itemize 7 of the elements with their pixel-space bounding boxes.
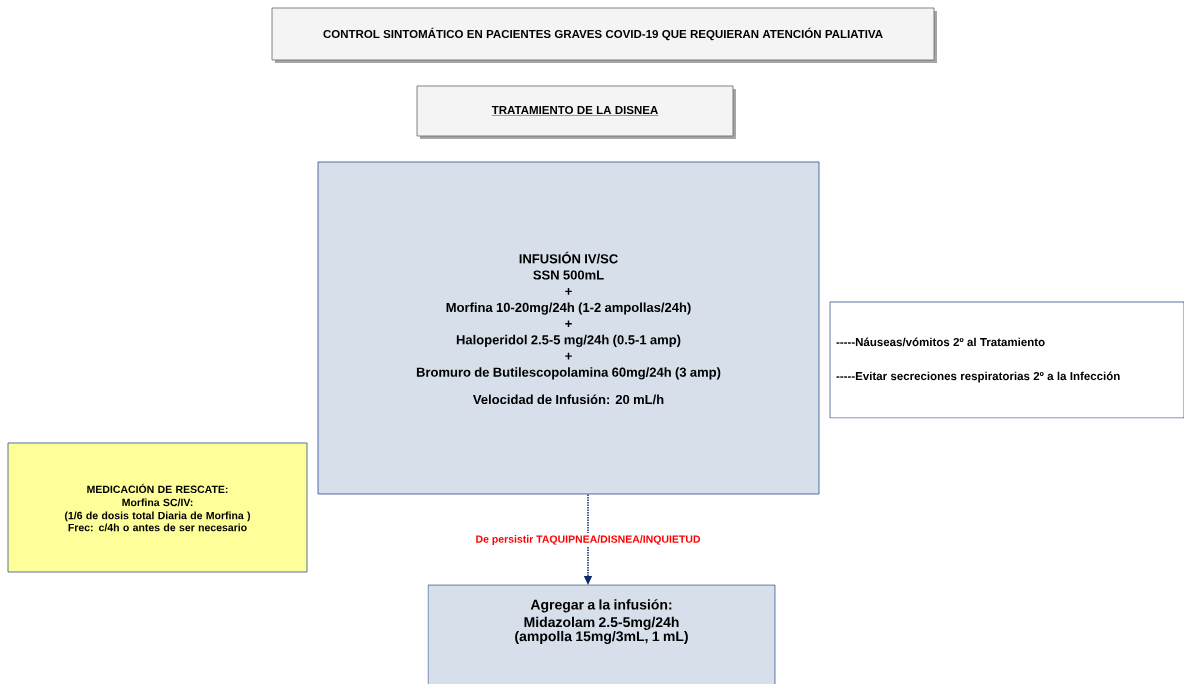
edge-label: De persistir TAQUIPNEA/DISNEA/INQUIETUD: [476, 535, 701, 545]
process-box: Agregar a la infusión: Midazolam 2.5-5mg/24h (ampolla 15mg/3mL, 1 mL): [427, 584, 776, 684]
note-box: -----Náuseas/vómitos 2º al Tratamiento -----Evitar secreciones respiratorias 2º a la Infección: [829, 301, 1184, 419]
title-box: CONTROL SINTOMÁTICO EN PACIENTES GRAVES COVID-19 QUE REQUIERAN ATENCIÓN PALIATIVA: [271, 7, 935, 61]
infusion-box: INFUSIÓN IV/SC SSN 500mL + Morfina 10-20mg/24h (1-2 ampollas/24h) + Haloperidol 2.5-5 mg/24h (0.5-1 amp) + Bromuro de Butilescopolamina 60mg/24h (3 amp) Velocidad de Infusión: 20 mL/h: [317, 161, 820, 495]
rescue-box: MEDICACIÓN DE RESCATE: Morfina SC/IV: (1/6 de dosis total Diaria de Morfina ) Frec: c/4h o antes de ser necesario: [7, 442, 308, 573]
heading-box: TRATAMIENTO DE LA DISNEA: [416, 85, 734, 137]
